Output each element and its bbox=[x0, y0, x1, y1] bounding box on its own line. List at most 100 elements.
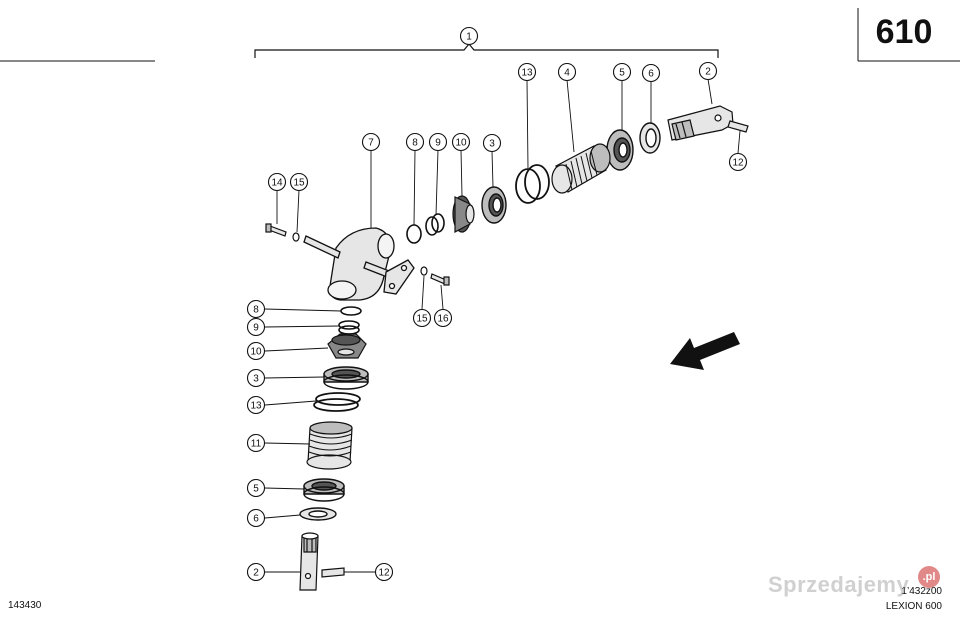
callout-circle bbox=[246, 299, 266, 319]
callout-circle bbox=[451, 132, 471, 152]
gear-housing-part-7 bbox=[303, 227, 415, 301]
callout-circle bbox=[246, 341, 266, 361]
callout-label: 6 bbox=[253, 514, 259, 525]
callout-circle bbox=[557, 62, 577, 82]
watermark-text: Sprzedajemy bbox=[768, 572, 910, 597]
callout-circle bbox=[612, 62, 632, 82]
drawing-reference: 1’432z00 bbox=[901, 586, 942, 597]
callout-circle bbox=[289, 172, 309, 192]
callout-label: 13 bbox=[521, 68, 533, 79]
callout-c8b: 8 bbox=[246, 299, 266, 319]
callout-label: 7 bbox=[368, 138, 374, 149]
callout-circle bbox=[517, 62, 537, 82]
callout-circle bbox=[246, 317, 266, 337]
bevel-gear-part-10-upper bbox=[452, 195, 475, 233]
callout-circle bbox=[246, 368, 266, 388]
callout-c10b: 10 bbox=[246, 341, 266, 361]
shaft-part-2-upper bbox=[667, 105, 734, 141]
callout-label: 2 bbox=[253, 568, 259, 579]
callout-c9a: 9 bbox=[428, 132, 448, 152]
callout-c6b: 6 bbox=[246, 508, 266, 528]
sheet-id: 143430 bbox=[8, 600, 42, 611]
callout-label: 8 bbox=[253, 305, 259, 316]
callout-label: 3 bbox=[253, 374, 259, 385]
shim-part-8-upper bbox=[406, 224, 422, 244]
bearing-part-5-lower bbox=[303, 478, 345, 502]
pin-part-12-upper bbox=[727, 120, 749, 133]
callout-c13a: 13 bbox=[517, 62, 537, 82]
callout-label: 12 bbox=[378, 568, 390, 579]
callout-c16: 16 bbox=[433, 308, 453, 328]
callout-c15b: 15 bbox=[412, 308, 432, 328]
bevel-gear-part-10-lower bbox=[327, 333, 367, 359]
screw-part-14 bbox=[265, 223, 287, 237]
callout-label: 6 bbox=[648, 69, 654, 80]
callout-label: 9 bbox=[253, 323, 259, 334]
bearing-part-3-lower bbox=[323, 366, 369, 390]
callout-c15a: 15 bbox=[289, 172, 309, 192]
callout-circle bbox=[246, 562, 266, 582]
washer-part-15-right bbox=[420, 266, 428, 276]
callout-circle bbox=[246, 395, 266, 415]
callout-c2b: 2 bbox=[246, 562, 266, 582]
leader-lines bbox=[264, 78, 741, 573]
callout-circle bbox=[728, 152, 748, 172]
callout-circle bbox=[374, 562, 394, 582]
shim-part-9-lower bbox=[338, 320, 360, 335]
callout-label: 13 bbox=[250, 401, 262, 412]
callout-circle bbox=[361, 132, 381, 152]
callout-c6a: 6 bbox=[641, 63, 661, 83]
callout-label: 5 bbox=[619, 68, 625, 79]
callout-label: 3 bbox=[489, 139, 495, 150]
callout-label: 16 bbox=[437, 314, 449, 325]
callout-circle bbox=[459, 26, 479, 46]
pin-part-12-lower bbox=[321, 567, 345, 578]
callout-label: 11 bbox=[251, 439, 262, 450]
callout-label: 14 bbox=[271, 178, 283, 189]
callout-circle bbox=[641, 63, 661, 83]
callout-c7: 7 bbox=[361, 132, 381, 152]
snap-ring-part-13-lower bbox=[313, 392, 361, 412]
callout-circle bbox=[246, 508, 266, 528]
callout-c9b: 9 bbox=[246, 317, 266, 337]
threaded-sleeve-part-4 bbox=[551, 143, 611, 194]
shim-part-8-lower bbox=[340, 306, 362, 316]
watermark-badge: .pl bbox=[918, 566, 940, 588]
frame-lines bbox=[0, 8, 960, 62]
callout-c5b: 5 bbox=[246, 478, 266, 498]
callout-label: 5 bbox=[253, 484, 259, 495]
callout-c4: 4 bbox=[557, 62, 577, 82]
washer-part-6-upper bbox=[639, 122, 661, 154]
bearing-part-5-upper bbox=[606, 129, 634, 171]
callout-label: 8 bbox=[412, 138, 418, 149]
callout-label: 10 bbox=[455, 138, 467, 149]
callout-circle bbox=[246, 433, 266, 453]
callout-c3b: 3 bbox=[246, 368, 266, 388]
callout-circle bbox=[246, 478, 266, 498]
callout-circle bbox=[267, 172, 287, 192]
bearing-part-3-upper bbox=[481, 186, 507, 224]
callout-label: 9 bbox=[435, 138, 441, 149]
callout-label: 12 bbox=[732, 158, 744, 169]
callout-label: 4 bbox=[564, 68, 570, 79]
callout-c8a: 8 bbox=[405, 132, 425, 152]
callout-c1: 1 bbox=[459, 26, 479, 46]
callout-circle bbox=[405, 132, 425, 152]
model-name: LEXION 600 bbox=[885, 601, 942, 612]
callout-circle bbox=[412, 308, 432, 328]
callout-c10a: 10 bbox=[451, 132, 471, 152]
snap-ring-part-13-upper bbox=[515, 164, 550, 204]
callout-c13b: 13 bbox=[246, 395, 266, 415]
callout-c14: 14 bbox=[267, 172, 287, 192]
washer-part-6-lower bbox=[299, 507, 337, 521]
shaft-part-2-lower bbox=[299, 532, 319, 591]
callout-c12a: 12 bbox=[728, 152, 748, 172]
callout-c2a: 2 bbox=[698, 61, 718, 81]
shim-part-9-upper bbox=[425, 213, 445, 236]
callout-circle bbox=[698, 61, 718, 81]
callout-c12b: 12 bbox=[374, 562, 394, 582]
callout-label: 10 bbox=[250, 347, 262, 358]
direction-arrow bbox=[670, 332, 740, 370]
